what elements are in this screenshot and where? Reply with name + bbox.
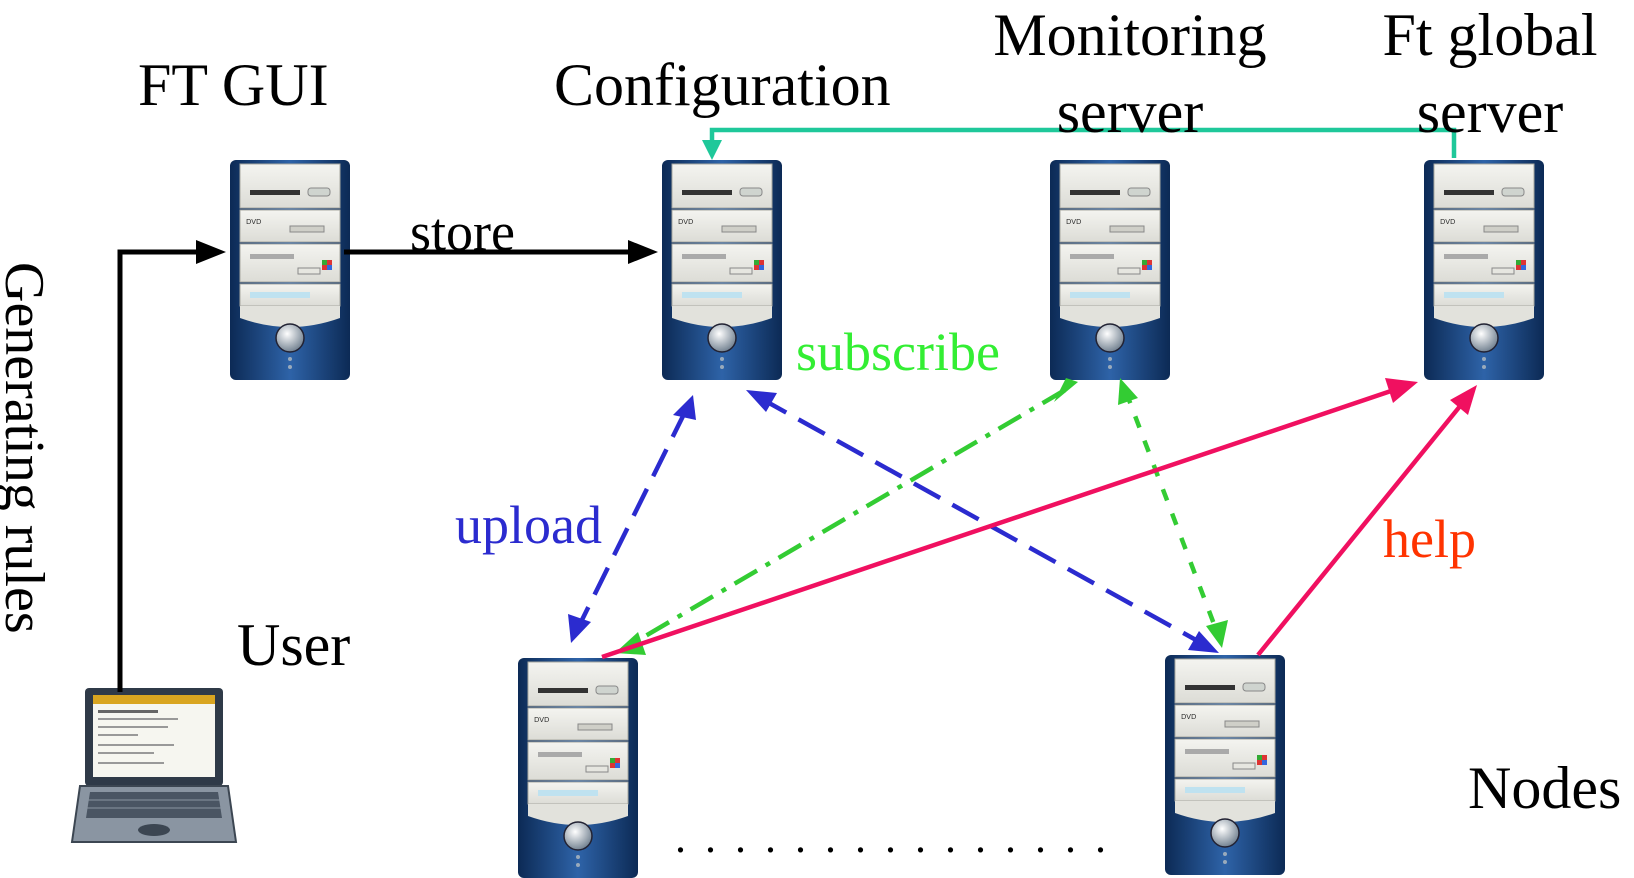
help-arrow-right-node xyxy=(1256,385,1477,657)
subscribe-arrow xyxy=(615,378,1078,655)
user-label: User xyxy=(237,612,351,678)
ftglobal-label-line1: Ft global xyxy=(1382,2,1598,68)
store-arrow xyxy=(344,240,658,264)
generating-rules-arrow xyxy=(117,240,226,692)
configuration-node-right-arrow xyxy=(746,390,1219,653)
ftglobal-label-line2: server xyxy=(1416,79,1564,145)
help-arrow-left-node xyxy=(601,378,1418,660)
laptop-icon xyxy=(70,688,238,843)
generating-rules-label: Generating rules xyxy=(0,262,55,634)
ft-global-server-icon xyxy=(1423,159,1545,381)
ftglobal-to-configuration-arrow xyxy=(702,127,1457,160)
monitoring-label-line2: server xyxy=(1056,79,1204,145)
subscribe-label: subscribe xyxy=(796,322,1000,382)
configuration-server-icon xyxy=(661,159,783,381)
store-label: store xyxy=(410,202,515,262)
ellipsis-label: . . . . . . . . . . . . . . . xyxy=(675,813,1110,862)
nodes-label: Nodes xyxy=(1468,755,1622,821)
upload-label: upload xyxy=(455,495,602,555)
monitoring-label-line1: Monitoring xyxy=(993,2,1267,68)
upload-arrow xyxy=(568,395,696,643)
ft-gui-server-icon xyxy=(229,159,351,381)
node-left-server-icon xyxy=(517,657,639,878)
monitoring-node-right-arrow xyxy=(1118,378,1228,648)
node-right-server-icon xyxy=(1164,654,1286,876)
help-label: help xyxy=(1383,509,1476,569)
monitoring-server-icon xyxy=(1049,159,1171,381)
configuration-label: Configuration xyxy=(554,52,891,118)
ft-gui-label: FT GUI xyxy=(138,52,329,118)
